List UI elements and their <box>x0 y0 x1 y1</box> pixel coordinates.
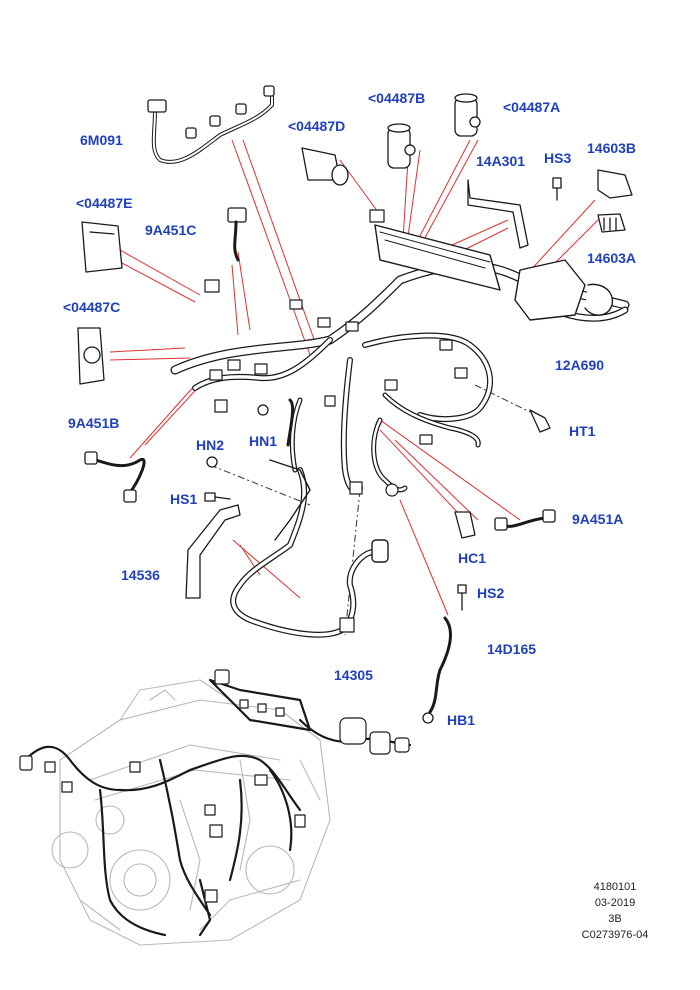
callout-04487b[interactable]: <04487B <box>368 90 426 106</box>
callout-hs1[interactable]: HS1 <box>170 491 198 507</box>
revision-date: 03-2019 <box>594 897 636 909</box>
callout-hb1[interactable]: HB1 <box>447 712 476 728</box>
sheet-code: 3B <box>608 913 622 925</box>
callout-14d165[interactable]: 14D165 <box>487 641 537 657</box>
callout-14603a[interactable]: 14603A <box>587 250 637 266</box>
reference-number: 4180101 <box>593 881 637 893</box>
callout-6m091[interactable]: 6M091 <box>80 132 123 148</box>
callout-14536[interactable]: 14536 <box>121 567 160 583</box>
drawing-reference-block: 4180101 03-2019 3B C0273976-04 <box>560 879 670 943</box>
callout-ht1[interactable]: HT1 <box>569 423 596 439</box>
callout-14305[interactable]: 14305 <box>334 667 373 683</box>
engine-assembly-view <box>19 669 412 946</box>
callout-04487d[interactable]: <04487D <box>288 118 346 134</box>
callout-14603b[interactable]: 14603B <box>587 140 637 156</box>
leader-lines <box>109 139 601 616</box>
drawing-id: C0273976-04 <box>581 929 649 941</box>
components <box>77 85 633 724</box>
callout-14a301[interactable]: 14A301 <box>476 153 526 169</box>
callout-12a690[interactable]: 12A690 <box>555 357 605 373</box>
callout-04487a[interactable]: <04487A <box>503 99 561 115</box>
engine-harness-exploded <box>170 209 630 638</box>
callout-hn2[interactable]: HN2 <box>196 437 225 453</box>
callout-hs2[interactable]: HS2 <box>477 585 505 601</box>
callout-04487e[interactable]: <04487E <box>76 195 133 211</box>
callout-9a451c[interactable]: 9A451C <box>145 222 197 238</box>
callout-hc1[interactable]: HC1 <box>458 550 487 566</box>
callout-hs3[interactable]: HS3 <box>544 150 572 166</box>
callout-9a451a[interactable]: 9A451A <box>572 511 624 527</box>
callout-04487c[interactable]: <04487C <box>63 299 121 315</box>
reference-lines <box>209 384 531 636</box>
callout-hn1[interactable]: HN1 <box>249 433 278 449</box>
callout-9a451b[interactable]: 9A451B <box>68 415 120 431</box>
